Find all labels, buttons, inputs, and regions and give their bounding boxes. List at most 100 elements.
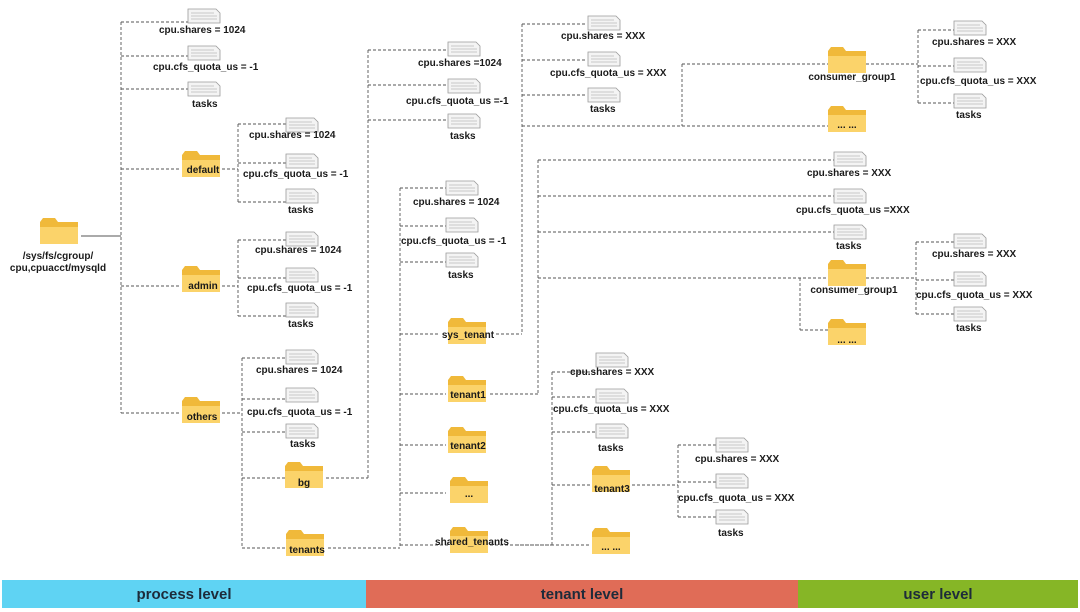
folder-tenant-more: ... [450,477,488,503]
file-icon [285,231,319,247]
file-icon [833,224,867,240]
connectors [81,21,954,549]
folder-icon [828,47,866,73]
folder-icon [40,218,78,244]
file-label: cpu.shares = 1024 [255,245,342,256]
file-label: cpu.cfs_quota_us = XXX [550,68,667,79]
file-label: tasks [836,241,862,252]
file-label: cpu.shares =1024 [418,58,502,69]
file-icon [285,349,319,365]
file-icon [595,352,629,368]
folder-consumer-group1-b: consumer_group1 [810,260,898,296]
file-icon [833,151,867,167]
folder-label: ... ... [601,542,621,553]
file-root-shares: cpu.shares = 1024 [159,8,246,36]
folder-label: shared_tenants [435,537,509,548]
file-label: cpu.cfs_quota_us = XXX [678,493,795,504]
file-icon [587,87,621,103]
file-cg1a-quota: cpu.cfs_quota_us = XXX [920,57,1037,87]
file-t1-tasks: tasks [833,224,867,252]
folder-default: default [182,151,220,177]
file-icon [715,473,749,489]
file-label: cpu.shares = XXX [807,168,892,179]
file-others-tasks: tasks [285,423,319,450]
file-label: tasks [718,528,744,539]
file-icon [447,41,481,57]
file-label: cpu.cfs_quota_us =-1 [406,96,509,107]
folder-label: bg [298,478,310,489]
file-t3-tasks: tasks [715,509,749,539]
folder-sys-tenant: sys_tenant [442,318,495,344]
folder-others: others [182,397,220,423]
file-t3-shares: cpu.shares = XXX [695,437,780,465]
file-icon [953,93,987,109]
folder-admin: admin [182,266,220,292]
file-shared-quota: cpu.cfs_quota_us = XXX [553,388,670,415]
folder-label: default [187,165,220,176]
file-icon [285,302,319,318]
folder-label: admin [188,281,217,292]
file-icon [187,45,221,61]
folder-tenant3: tenant3 [592,466,630,495]
folder-label: tenants [289,545,325,556]
folder-label: tenant2 [450,441,486,452]
file-default-tasks: tasks [285,188,319,216]
file-admin-tasks: tasks [285,302,319,330]
folder-shared-tenants: shared_tenants [435,527,509,553]
file-label: cpu.cfs_quota_us = XXX [553,404,670,415]
file-cg1a-tasks: tasks [953,93,987,121]
file-tenants-tasks: tasks [445,252,479,281]
file-t1-shares: cpu.shares = XXX [807,151,892,179]
file-label: tasks [288,205,314,216]
file-label: cpu.cfs_quota_us = -1 [401,236,507,247]
file-icon [595,388,629,404]
file-icon [953,306,987,322]
file-icon [445,180,479,196]
file-icon [953,271,987,287]
file-icon [285,423,319,439]
folder-shared-more: ... ... [592,528,630,554]
file-label: cpu.shares = XXX [570,367,655,378]
user-level-label: user level [903,585,973,603]
file-icon [285,387,319,403]
folder-label: ... ... [837,120,857,131]
file-sys-shares: cpu.shares = XXX [561,15,646,42]
file-label: tasks [956,323,982,334]
folder-sys-more: ... ... [828,106,866,132]
file-bg-tasks: tasks [447,113,481,142]
file-icon [595,423,629,439]
folder-bg: bg [285,462,323,489]
file-default-quota: cpu.cfs_quota_us = -1 [243,153,349,180]
file-others-shares: cpu.shares = 1024 [256,349,343,376]
file-icon [285,267,319,283]
file-label: cpu.cfs_quota_us = -1 [247,407,353,418]
folder-icon [828,260,866,286]
file-label: cpu.shares = XXX [932,37,1017,48]
file-label: cpu.shares = XXX [932,249,1017,260]
file-default-shares: cpu.shares = 1024 [249,117,336,141]
folder-tenant1-more: ... ... [828,319,866,346]
file-icon [715,509,749,525]
file-label: tasks [290,439,316,450]
file-label: tasks [448,270,474,281]
file-icon [587,51,621,67]
file-icon [285,153,319,169]
file-t3-quota: cpu.cfs_quota_us = XXX [678,473,795,504]
folder-tenant1: tenant1 [448,376,486,402]
process-level-label: process level [136,585,232,603]
file-tenants-shares: cpu.shares = 1024 [413,180,500,208]
file-icon [833,188,867,204]
file-root-tasks: tasks [187,81,221,110]
file-label: cpu.shares = XXX [695,454,780,465]
file-label: cpu.shares = 1024 [256,365,343,376]
file-icon [445,252,479,268]
root-path-line1: /sys/fs/cgroup/ [23,251,94,262]
file-bg-quota: cpu.cfs_quota_us =-1 [406,78,509,107]
file-label: cpu.cfs_quota_us = -1 [247,283,353,294]
file-label: tasks [288,319,314,330]
file-icon [587,15,621,31]
file-cg1b-tasks: tasks [953,306,987,334]
root-path-line2: cpu,cpuacct/mysqld [10,263,106,274]
file-cg1a-shares: cpu.shares = XXX [932,20,1017,48]
file-bg-shares: cpu.shares =1024 [418,41,502,69]
